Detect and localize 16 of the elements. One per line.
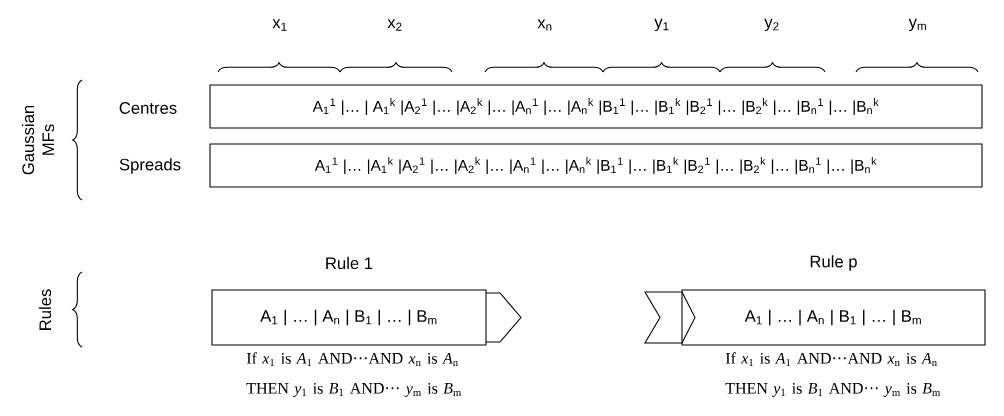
group-label: Rules [38, 289, 52, 330]
rule-heading: Rule 1 [326, 256, 373, 270]
brace-label: y$_{1}$ [654, 18, 669, 32]
rule-heading: Rule p [810, 255, 857, 271]
rule-text: If x$_{1}$ is A$_{1}$ AND···AND x$_{n}$ is A$_{n}$ THEN y$_{1}$ is B$_{1}$ AND··· y$_{m}$ is B$_{m}$ [246, 352, 462, 397]
row-label: Centres [119, 102, 177, 114]
rule-text: If x$_{1}$ is A$_{1}$ AND···AND x$_{n}$ is A$_{n}$ THEN y$_{1}$ is B$_{1}$ AND··· y$_{m}$ is B$_{m}$ [725, 352, 941, 397]
row-label: Spreads [119, 158, 181, 174]
brace-label: x$_{2}$ [387, 19, 402, 31]
brace-label: x$_{n}$ [537, 19, 552, 31]
brace-label: y$_{m}$ [908, 18, 926, 32]
row-box: A$_{1}$$^{1}$ |… |A$_{1}$$^{k}$ |A$_{2}$$^{1}$ |… |A$_{2}$$^{k}$ |… |A$_{n}$$^{1}$ |… |A$_{n}$$^{k}$ |B$_{1}$$^{1}$ |… |B$_{1}$$^{k}$ |B$_{2}$$^{1}$ |… |B$_{2}$$^{k}$ |… |B$_{n}$$^{1}$ |… |B$_{n}$k [209, 143, 983, 188]
brace-label: y$_{2}$ [764, 18, 779, 32]
brace-label: x$_{1}$ [272, 19, 287, 31]
group-label: Gaussian MFs [21, 105, 55, 175]
row-box: A$_{1}$$^{1}$ |… | A$_{1}$$^{k}$ |A$_{2}$$^{1}$ |… |A$_{2}$$^{k}$ |… |A$_{n}$$^{1}$ |… |A$_{n}$$^{k}$ |B$_{1}$$^{1}$ |… |B$_{1}$$^{k}$ |B$_{2}$$^{1}$ |… |B$_{2}$$^{k}$ |… |B$_{n}$$^{1}$ |… |B$_{n}$k [209, 84, 983, 129]
